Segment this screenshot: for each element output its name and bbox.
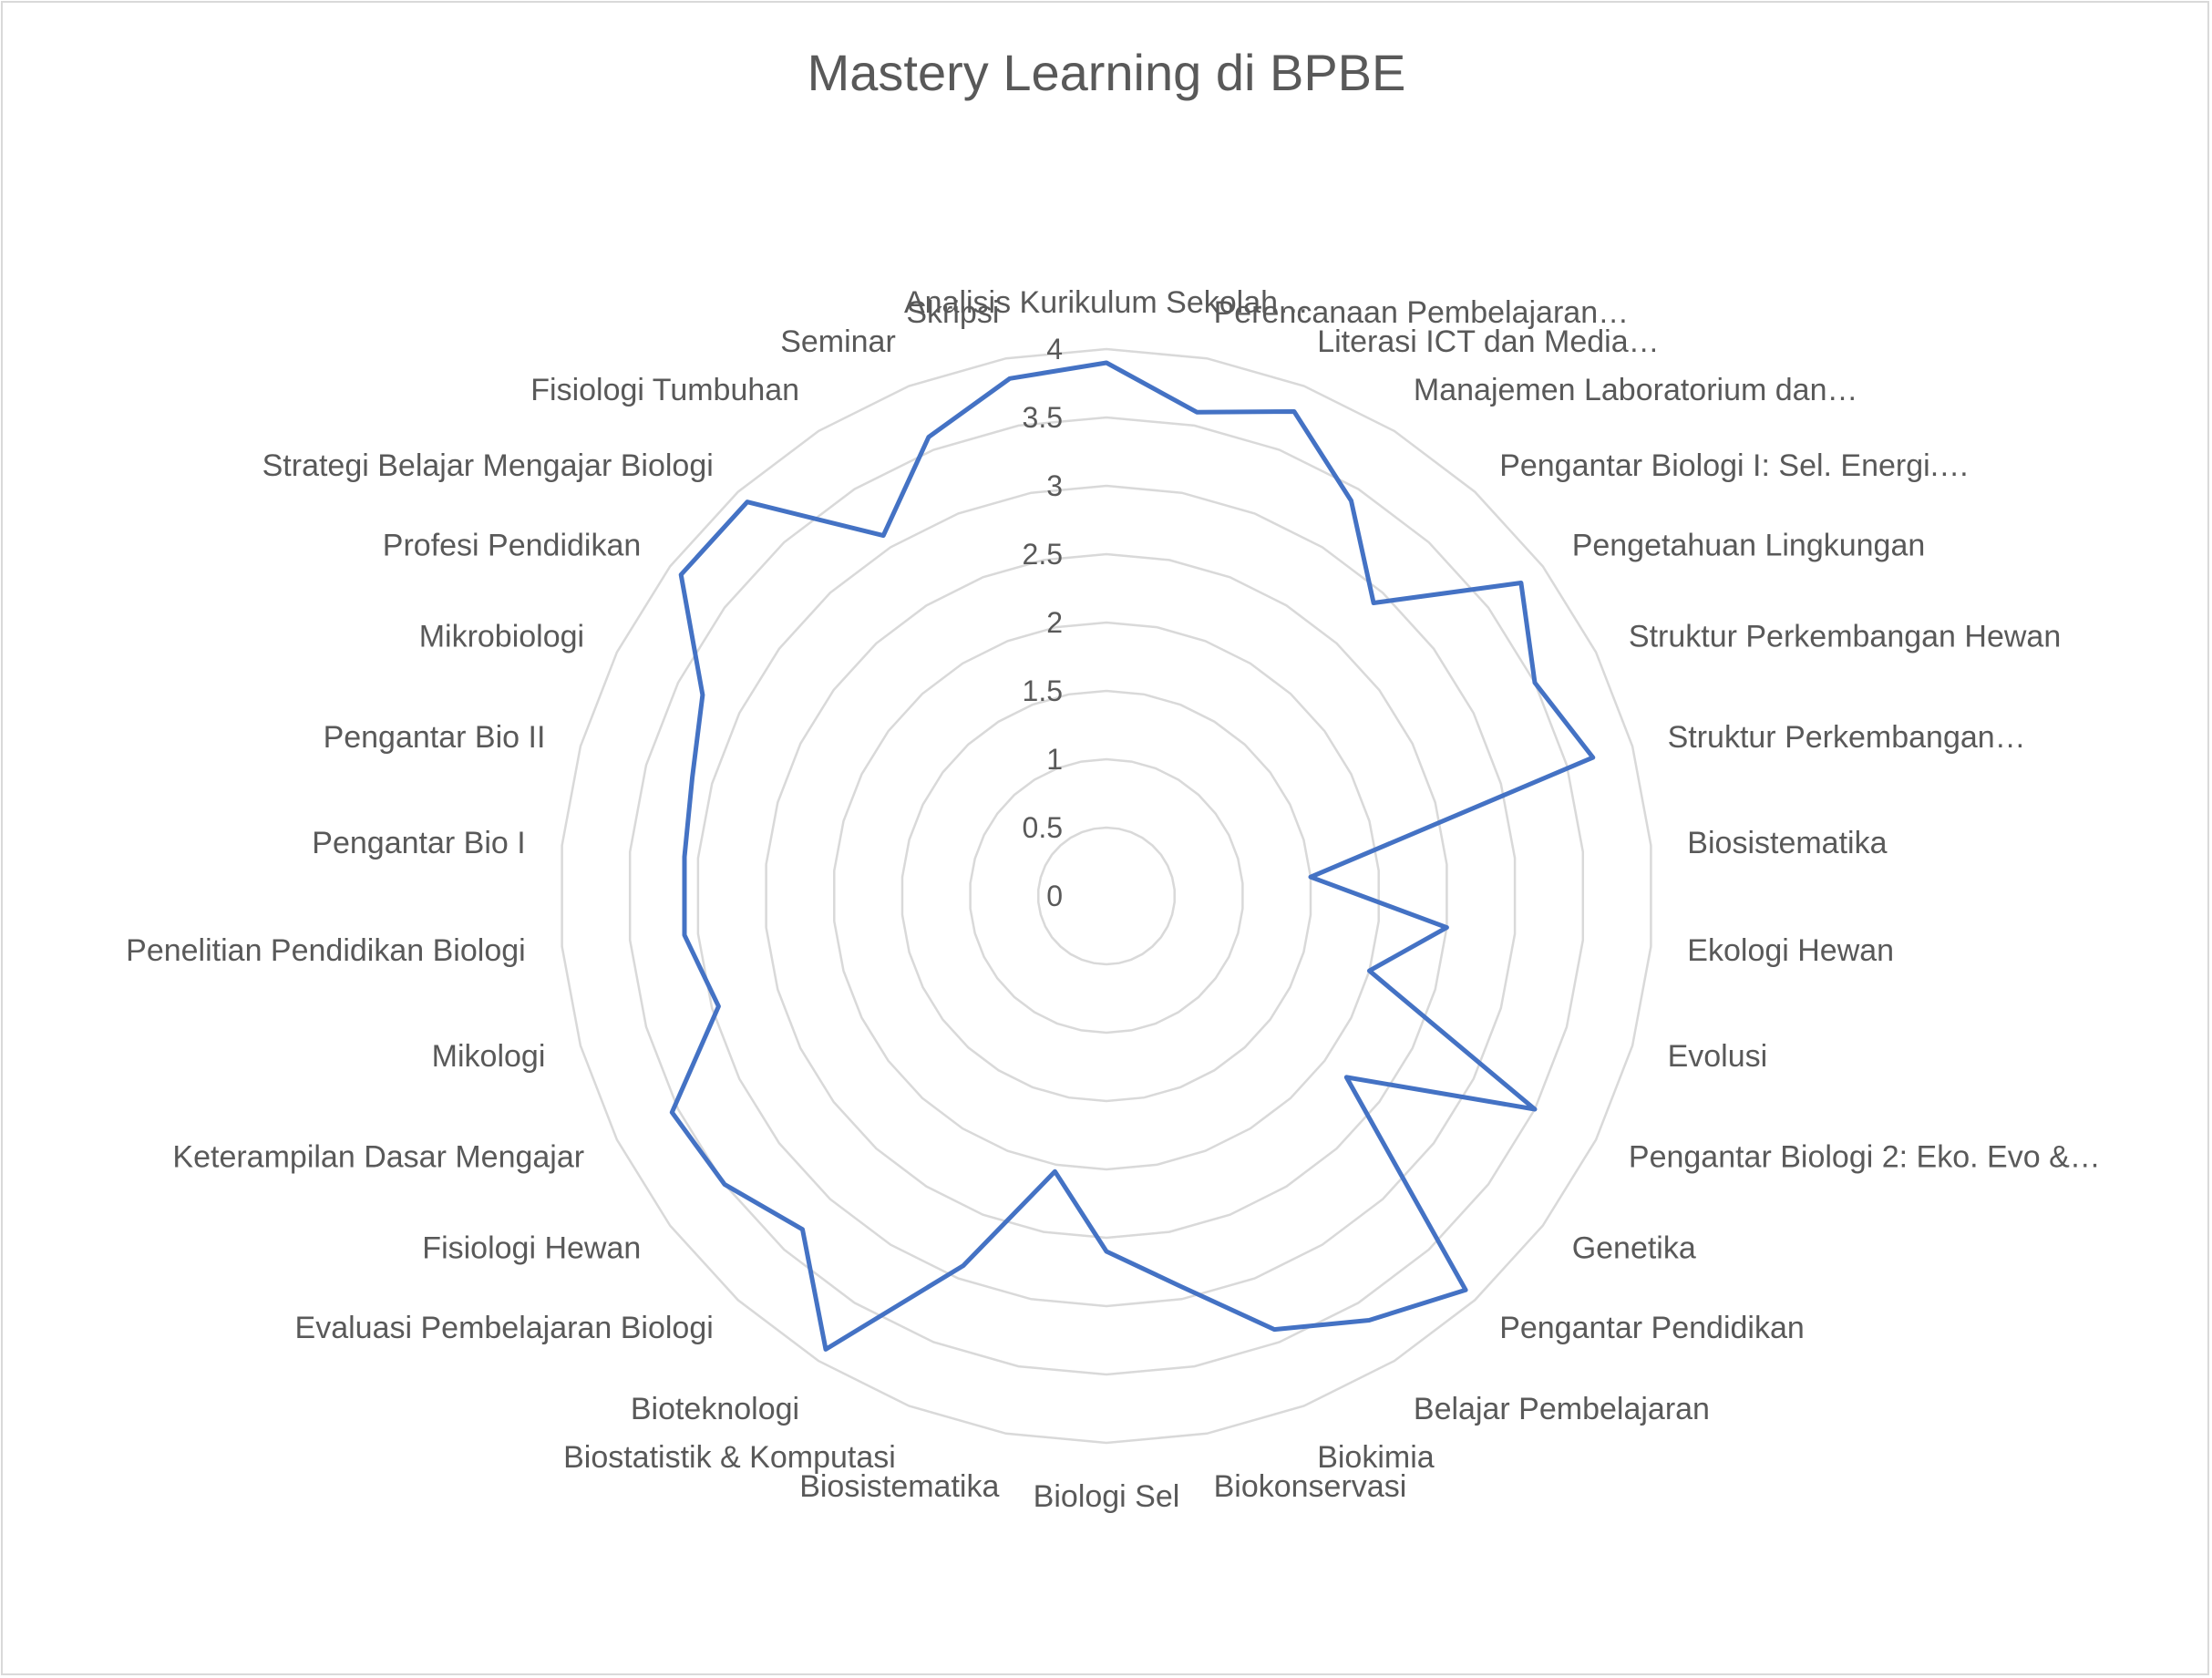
category-label: Pengantar Bio II	[324, 720, 546, 755]
category-label: Profesi Pendidikan	[383, 528, 642, 562]
grid-ring	[696, 484, 1517, 1308]
category-label: Pengantar Biologi 2: Eko. Evo &…	[1629, 1139, 2101, 1174]
category-label: Skripsi	[906, 295, 999, 330]
category-label: Biologi Sel	[1034, 1479, 1180, 1514]
grid-ring	[628, 416, 1585, 1376]
category-label: Struktur Perkembangan…	[1668, 720, 2026, 755]
tick-label: 3	[1046, 469, 1063, 502]
grid-layer	[561, 347, 1652, 1445]
tick-label: 2.5	[1023, 538, 1063, 571]
category-label: Ekologi Hewan	[1687, 933, 1894, 968]
category-label: Seminar	[780, 324, 896, 359]
category-label: Penelitian Pendidikan Biologi	[126, 933, 526, 968]
category-label: Pengetahuan Lingkungan	[1572, 528, 1926, 562]
tick-label: 1.5	[1023, 674, 1063, 707]
category-label: Evaluasi Pembelajaran Biologi	[295, 1311, 714, 1345]
series-line	[669, 360, 1596, 1352]
category-label: Bioteknologi	[631, 1392, 799, 1426]
grid-ring	[833, 621, 1380, 1171]
category-label: Belajar Pembelajaran	[1414, 1392, 1710, 1426]
category-label: Biostatistik & Komputasi	[563, 1440, 896, 1475]
category-label: Keterampilan Dasar Mengajar	[172, 1139, 584, 1174]
category-label: Mikologi	[432, 1039, 546, 1074]
tick-label: 2	[1046, 606, 1063, 639]
category-label: Genetika	[1572, 1231, 1696, 1266]
category-label: Pengantar Biologi I: Sel. Energi.…	[1499, 448, 1970, 483]
tick-label: 0.5	[1023, 811, 1063, 844]
category-label: Biokimia	[1317, 1440, 1435, 1475]
category-label: Fisiologi Tumbuhan	[530, 373, 799, 407]
tick-label: 0	[1046, 880, 1063, 912]
category-label: Perencanaan Pembelajaran…	[1214, 295, 1630, 330]
category-label: Pengantar Bio I	[312, 826, 525, 860]
category-label: Biosistematika	[1687, 826, 1887, 860]
tick-labels: 0 0.5 1 1.5 2 2.5 3 3.5 4	[1023, 333, 1063, 912]
category-label: Analisis Kurikulum Sekolah…	[904, 285, 1309, 320]
category-label: Strategi Belajar Mengajar Biologi	[262, 448, 714, 483]
category-label: Fisiologi Hewan	[422, 1231, 641, 1266]
category-label: Struktur Perkembangan Hewan	[1629, 620, 2061, 654]
category-label: Evolusi	[1668, 1039, 1768, 1074]
category-labels: Analisis Kurikulum Sekolah…Perencanaan P…	[126, 285, 2101, 1514]
radar-chart: Mastery Learning di BPBE 0 0.5 1 1.5 2 2.5 3 3.…	[126, 44, 2101, 1514]
category-label: Biosistematika	[799, 1469, 999, 1504]
chart-title: Mastery Learning di BPBE	[808, 44, 1406, 101]
grid-ring	[1037, 826, 1176, 966]
category-label: Biokonservasi	[1214, 1469, 1407, 1504]
category-label: Pengantar Pendidikan	[1499, 1311, 1805, 1345]
grid-ring	[900, 689, 1312, 1103]
category-label: Literasi ICT dan Media…	[1317, 324, 1659, 359]
tick-label: 1	[1046, 743, 1063, 776]
grid-ring	[765, 552, 1448, 1240]
tick-label: 4	[1046, 333, 1063, 365]
grid-ring	[969, 757, 1244, 1035]
tick-label: 3.5	[1023, 401, 1063, 434]
grid-ring	[561, 347, 1652, 1445]
category-label: Manajemen Laboratorium dan…	[1414, 373, 1858, 407]
series-layer	[669, 360, 1596, 1352]
category-label: Mikrobiologi	[419, 620, 584, 654]
